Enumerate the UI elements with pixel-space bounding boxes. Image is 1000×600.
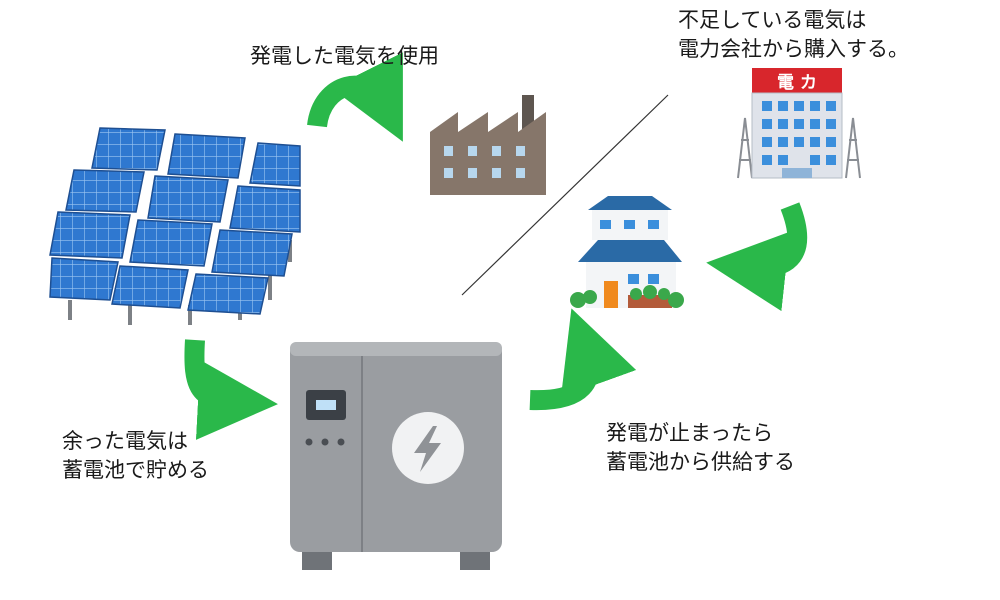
factory-icon bbox=[430, 95, 546, 195]
supply-power-label: 発電が止まったら 蓄電池から供給する bbox=[606, 419, 795, 477]
arrow-company-to-house bbox=[706, 202, 808, 312]
house-icon bbox=[570, 196, 684, 308]
arrow-solar-to-factory bbox=[307, 52, 403, 142]
store-power-label: 余った電気は 蓄電池で貯める bbox=[62, 427, 209, 485]
solar-panels-icon bbox=[49, 127, 301, 325]
power-company-building-icon: 電 カ bbox=[737, 68, 861, 179]
lightning-bolt-icon bbox=[414, 426, 441, 472]
arrow-battery-to-house bbox=[529, 308, 637, 411]
power-company-sign-text: 電 カ bbox=[777, 73, 817, 93]
buy-power-label: 不足している電気は 電力会社から購入する。 bbox=[678, 6, 909, 64]
supply-power-line-2: 蓄電池から供給する bbox=[606, 450, 795, 474]
use-power-label: 発電した電気を使用 bbox=[250, 44, 439, 68]
storage-battery-icon bbox=[290, 342, 502, 570]
divider-line bbox=[461, 94, 669, 296]
buy-power-line-2: 電力会社から購入する。 bbox=[678, 37, 909, 61]
supply-power-line-1: 発電が止まったら bbox=[606, 421, 774, 445]
buy-power-line-1: 不足している電気は bbox=[678, 8, 867, 32]
store-power-line-2: 蓄電池で貯める bbox=[62, 458, 209, 482]
store-power-line-1: 余った電気は bbox=[62, 429, 188, 453]
arrow-solar-to-battery bbox=[184, 339, 278, 440]
